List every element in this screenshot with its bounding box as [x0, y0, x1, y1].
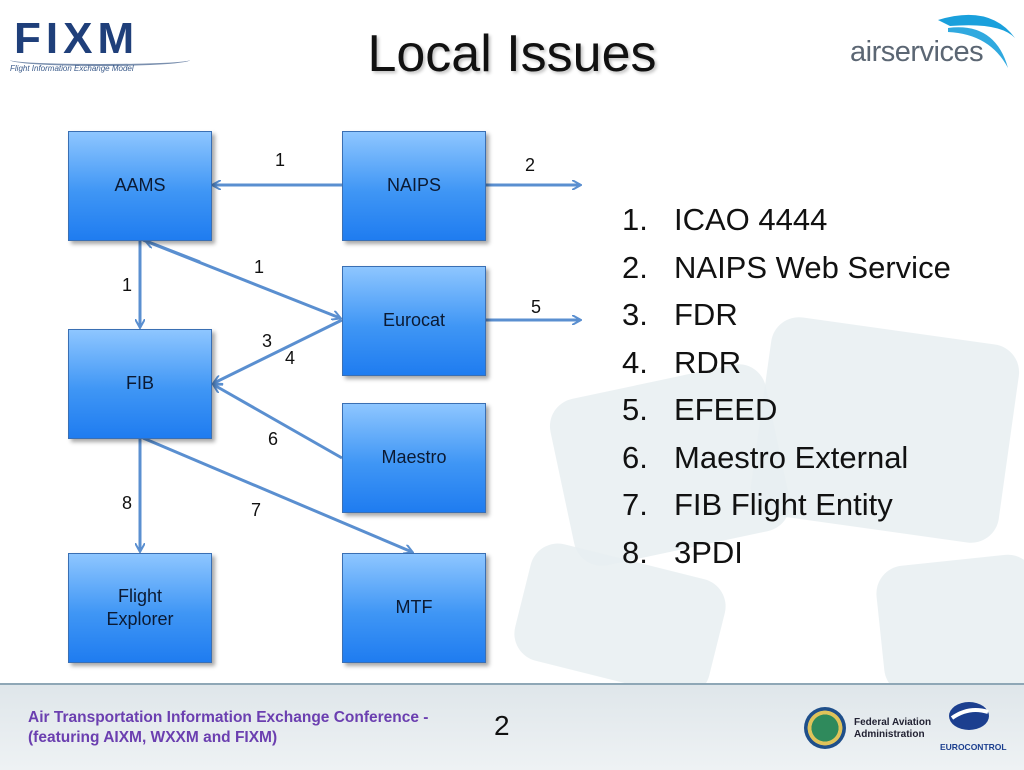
legend-item: 6. Maestro External [622, 434, 951, 482]
legend-item: 2. NAIPS Web Service [622, 244, 951, 292]
edge-label: 6 [268, 429, 279, 449]
node-naips-label: NAIPS [386, 175, 442, 196]
node-maestro-label: Maestro [381, 447, 447, 468]
legend-item-text: Maestro External [674, 439, 909, 475]
faa-logo-text: Federal Aviation Administration [854, 717, 931, 741]
airservices-logo: airservices [850, 8, 1020, 78]
legend-item-number: 7. [622, 487, 648, 522]
legend-item-number: 1. [622, 202, 648, 237]
legend-item-text: ICAO 4444 [674, 202, 828, 237]
node-mtf: MTF [342, 553, 486, 663]
footer-band [0, 683, 1024, 770]
legend-item-text: FDR [674, 297, 738, 332]
legend-item: 5. EFEED [622, 386, 951, 434]
node-fib-label: FIB [125, 373, 154, 394]
airservices-swoosh-icon [938, 14, 1015, 68]
node-flight-explorer: Flight Explorer [68, 553, 212, 663]
edge-label: 3 [262, 331, 273, 351]
fixm-logo: FIXM Flight Information Exchange Model [10, 14, 200, 76]
legend-item-text: 3PDI [674, 534, 743, 570]
node-aams: AAMS [68, 131, 212, 241]
legend-item-number: 6. [622, 439, 648, 475]
footer-conference-text: Air Transportation Information Exchange … [28, 708, 428, 748]
edge-eurocat-fib [214, 318, 343, 383]
fixm-swoosh-icon [10, 54, 190, 66]
legend-item: 3. FDR [622, 291, 951, 339]
legend-item: 8. 3PDI [622, 529, 951, 577]
node-eurocat-label: Eurocat [382, 310, 446, 331]
node-aams-label: AAMS [114, 175, 166, 196]
legend-item: 1. ICAO 4444 [622, 196, 951, 244]
legend-item-text: EFEED [674, 392, 778, 427]
node-eurocat: Eurocat [342, 266, 486, 376]
legend-item-number: 5. [622, 392, 648, 427]
node-mtf-label: MTF [395, 597, 433, 618]
eurocontrol-text: EUROCONTROL [940, 742, 1007, 752]
legend-list: 1. ICAO 4444 2. NAIPS Web Service 3. FDR 4.… [622, 196, 951, 576]
footer-conference-line2: (featuring AIXM, WXXM and FIXM) [28, 729, 278, 746]
airservices-logo-text: airservices [850, 36, 984, 68]
page-number: 2 [494, 710, 510, 741]
legend-item-number: 4. [622, 344, 648, 380]
node-naips: NAIPS [342, 131, 486, 241]
edge-label: 4 [285, 348, 296, 368]
legend-item-text: FIB Flight Entity [674, 487, 893, 522]
legend-item-text: RDR [674, 344, 742, 380]
edge-label: 2 [525, 155, 536, 175]
slide-title: Local Issues [367, 25, 657, 83]
node-maestro: Maestro [342, 403, 486, 513]
edge-label: 1 [122, 275, 133, 295]
edge-label: 1 [254, 257, 265, 277]
edge-label: 8 [122, 493, 133, 513]
edge-label: 1 [275, 150, 286, 170]
footer-conference-line1: Air Transportation Information Exchange … [28, 709, 429, 726]
legend-item-number: 2. [622, 249, 648, 285]
faa-line2: Administration [854, 729, 925, 740]
legend-item-text: NAIPS Web Service [674, 249, 951, 285]
node-flight-explorer-label: Flight Explorer [106, 585, 174, 629]
edge-fib-mtf [142, 436, 412, 552]
legend-item-number: 3. [622, 297, 648, 332]
node-fib: FIB [68, 329, 212, 439]
edge-maestro-fib [214, 385, 343, 460]
legend-item-number: 8. [622, 534, 648, 570]
eurocontrol-icon [949, 702, 989, 730]
edge-label: 7 [251, 500, 262, 520]
fixm-logo-tagline: Flight Information Exchange Model [10, 64, 134, 73]
legend-item: 4. RDR [622, 339, 951, 387]
edge-label: 5 [531, 297, 542, 317]
faa-line1: Federal Aviation [854, 717, 932, 728]
legend-item: 7. FIB Flight Entity [622, 481, 951, 529]
faa-seal-icon [804, 707, 846, 749]
edge-eurocat-aams [146, 241, 201, 264]
